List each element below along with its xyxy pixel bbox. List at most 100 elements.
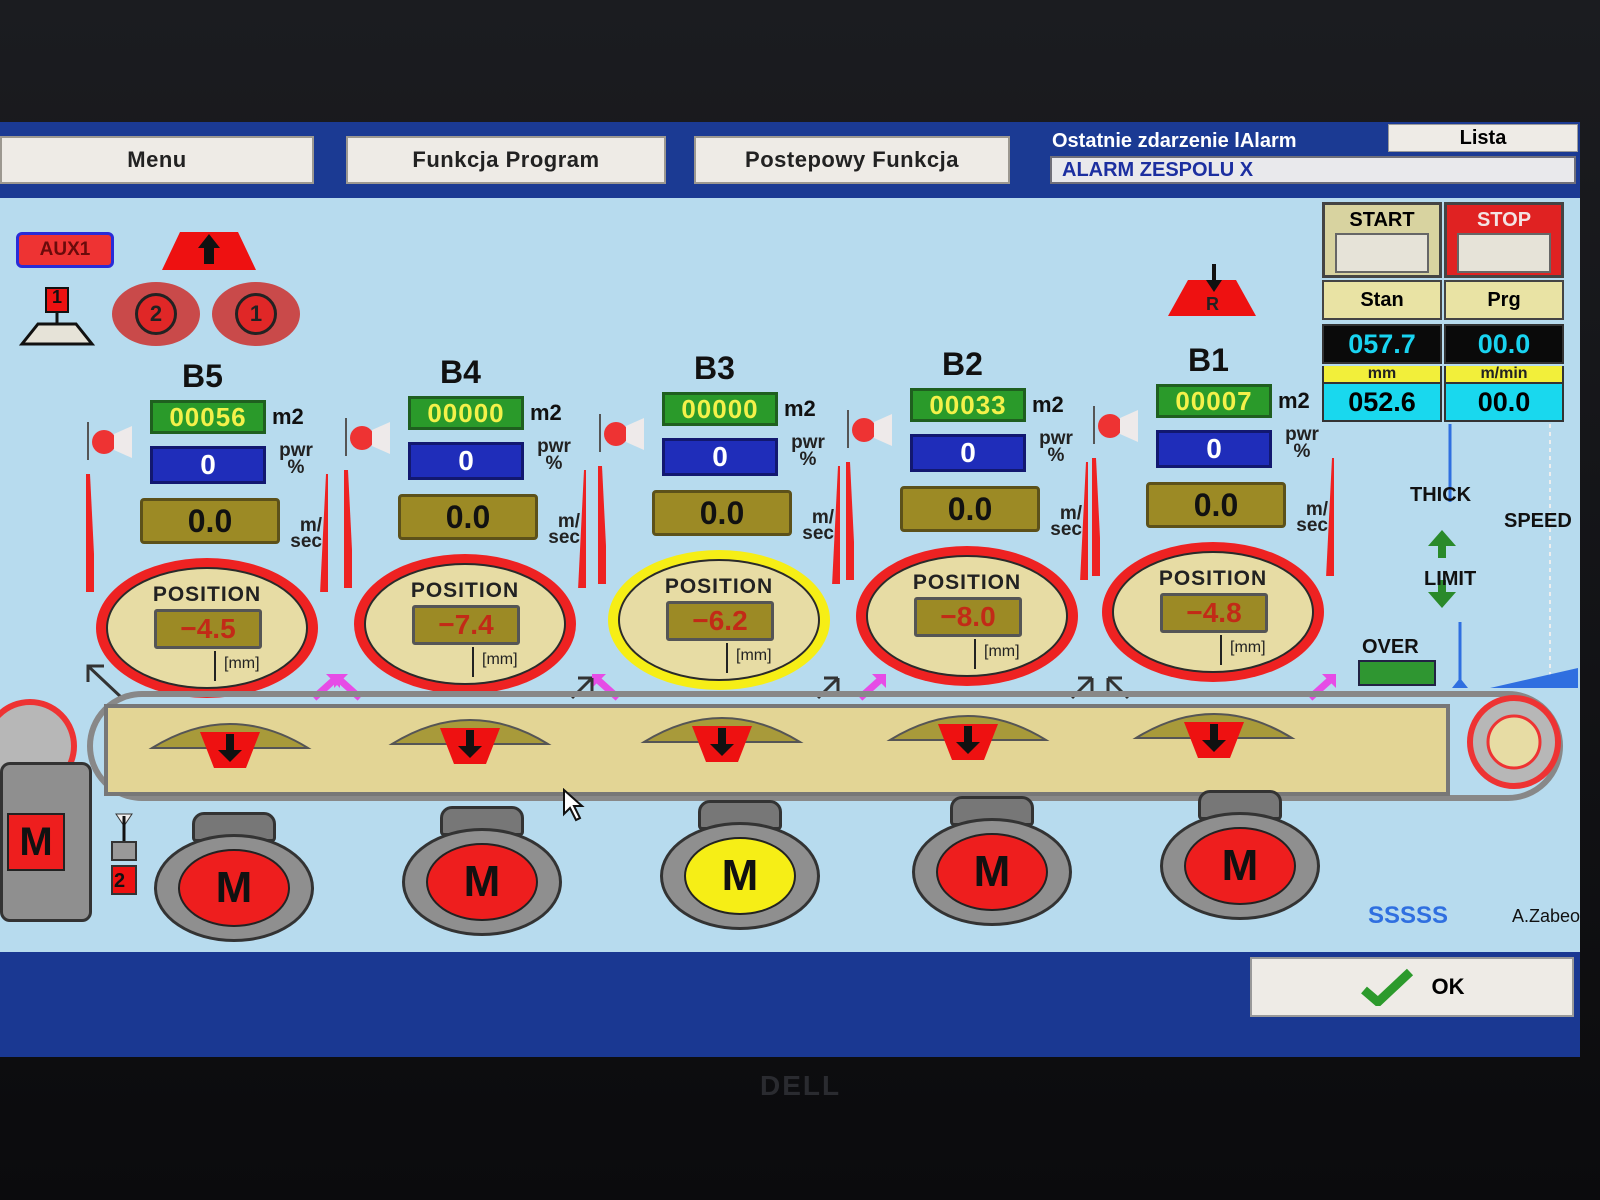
speed-unit: m/ sec — [548, 511, 580, 548]
position-unit: [mm] — [984, 643, 1020, 660]
speed-value[interactable]: 0.0 — [140, 498, 280, 544]
left-level-bar — [344, 470, 352, 588]
pressure-pad — [886, 715, 1050, 760]
speed-ramp-icon — [1490, 668, 1578, 688]
motor-b3[interactable]: M — [660, 800, 820, 930]
main-drive-motor[interactable]: M — [0, 762, 92, 922]
power-input[interactable]: 0 — [662, 438, 778, 476]
position-unit: [mm] — [482, 651, 518, 668]
head-selector-1[interactable]: 1 — [212, 282, 300, 346]
limit-label: LIMIT — [1424, 568, 1477, 590]
power-unit: pwr % — [537, 436, 571, 474]
position-dial[interactable]: POSITION−6.2[mm] — [608, 550, 830, 690]
alarm-horn-icon — [1093, 406, 1138, 444]
speed-unit: m/ sec — [290, 515, 322, 552]
motor-label: M — [178, 849, 290, 927]
alarm-list-button[interactable]: Lista — [1388, 124, 1578, 152]
alarm-horn-icon — [345, 418, 390, 456]
motor-body: M — [154, 834, 314, 942]
speed-value[interactable]: 0.0 — [398, 494, 538, 540]
lift-icon[interactable] — [18, 286, 102, 348]
position-title: POSITION — [664, 575, 774, 598]
alarm-horn-icon — [847, 410, 892, 448]
program-function-button[interactable]: Funkcja Program — [346, 136, 666, 184]
position-title: POSITION — [912, 571, 1022, 594]
motor-label: M — [684, 837, 796, 915]
power-input[interactable]: 0 — [910, 434, 1026, 472]
area-unit: m2 — [1032, 392, 1064, 417]
left-level-bar — [1092, 458, 1100, 576]
pressure-pad — [148, 723, 312, 768]
power-input[interactable]: 0 — [150, 446, 266, 484]
position-dial[interactable]: POSITION−8.0[mm] — [856, 546, 1078, 686]
alarm-horn-icon — [87, 422, 132, 460]
aux1-button[interactable]: AUX1 — [16, 232, 114, 268]
left-level-bar — [598, 466, 606, 584]
area-unit: m2 — [784, 396, 816, 421]
motor-b2[interactable]: M — [912, 796, 1072, 926]
right-level-bar — [320, 474, 328, 592]
speed-unit: m/ sec — [802, 507, 834, 544]
left-level-bar — [846, 462, 854, 580]
start-face — [1335, 233, 1429, 273]
position-unit: [mm] — [736, 647, 772, 664]
belt-lift-icon[interactable] — [98, 812, 150, 906]
speed-value[interactable]: 0.0 — [900, 486, 1040, 532]
speed-unit: m/ sec — [1050, 503, 1082, 540]
motor-label: M — [1184, 827, 1296, 905]
stan-value-2[interactable]: 052.6 — [1322, 382, 1442, 422]
raise-arrow-icon[interactable] — [160, 228, 260, 272]
pressure-pad — [388, 719, 552, 764]
speed-unit: m/ sec — [1296, 499, 1328, 536]
right-level-bar — [1080, 462, 1088, 580]
position-dial[interactable]: POSITION −7.4 [mm] — [354, 554, 576, 694]
power-input[interactable]: 0 — [1156, 430, 1272, 468]
head-selector-2-label: 2 — [135, 293, 177, 335]
progress-function-button[interactable]: Postepowy Funkcja — [694, 136, 1010, 184]
position-title: POSITION — [410, 579, 520, 602]
position-value: −7.4 — [412, 605, 520, 645]
right-level-bar — [832, 466, 840, 584]
motor-body: M — [1160, 812, 1320, 920]
stop-button[interactable]: STOP — [1444, 202, 1564, 278]
status-signature: SSSSS — [1368, 902, 1449, 929]
position-dial[interactable]: POSITION−4.8[mm] — [1102, 542, 1324, 682]
power-unit: pwr % — [1039, 428, 1073, 466]
motor-b5[interactable]: M — [154, 812, 314, 942]
prg-header: Prg — [1444, 280, 1564, 320]
position-dial-face: POSITION−8.0[mm] — [866, 555, 1068, 677]
prg-value: 00.0 — [1444, 324, 1564, 364]
unit-name: B4 — [440, 354, 481, 390]
right-level-bar — [1326, 458, 1334, 576]
ok-button[interactable]: OK — [1250, 957, 1574, 1017]
thick-label: THICK — [1410, 484, 1472, 506]
control-panel: START STOP Stan Prg 057.7 00.0 mm m/min … — [1322, 202, 1580, 422]
area-counter: 00007 — [1156, 384, 1272, 418]
area-counter: 00000 — [662, 392, 778, 426]
pressure-pads — [148, 713, 1296, 768]
motor-body: M — [402, 828, 562, 936]
speed-value[interactable]: 0.0 — [652, 490, 792, 536]
motor-label: M — [936, 833, 1048, 911]
position-dial-face: POSITION−4.5[mm] — [106, 567, 308, 689]
reverse-lift-icon[interactable] — [1166, 262, 1262, 318]
right-level-bar — [578, 470, 586, 588]
menu-button[interactable]: Menu — [0, 136, 314, 184]
speed-value[interactable]: 0.0 — [1146, 482, 1286, 528]
unit-name: B3 — [694, 350, 735, 386]
author-signature: A.Zabeo — [1512, 906, 1580, 926]
start-button[interactable]: START — [1322, 202, 1442, 278]
position-dial-face: POSITION−4.8[mm] — [1112, 551, 1314, 673]
position-arrow — [472, 647, 474, 677]
head-selector-2[interactable]: 2 — [112, 282, 200, 346]
motor-b1[interactable]: M — [1160, 790, 1320, 920]
position-dial-face: POSITION −7.4 [mm] — [364, 563, 566, 685]
motor-b4[interactable]: M — [402, 806, 562, 936]
area-counter: 00056 — [150, 400, 266, 434]
prg-unit: m/min — [1444, 366, 1564, 382]
main-motor-label: M — [7, 813, 65, 871]
position-dial[interactable]: POSITION−4.5[mm] — [96, 558, 318, 698]
prg-value-2[interactable]: 00.0 — [1444, 382, 1564, 422]
power-input[interactable]: 0 — [408, 442, 524, 480]
